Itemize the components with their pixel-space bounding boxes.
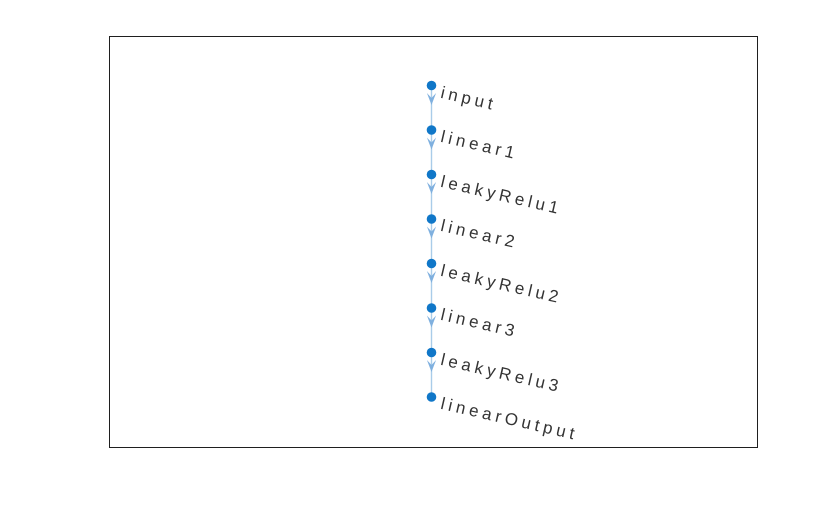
edge-arrowhead-icon <box>426 182 437 194</box>
node-marker-leakyRelu3 <box>426 347 437 358</box>
node-marker-leakyRelu2 <box>426 258 437 269</box>
node-marker-linear1 <box>426 125 437 135</box>
node-marker-leakyRelu1 <box>426 169 437 180</box>
edge-arrowhead-icon <box>426 360 437 372</box>
edge-arrowhead-icon <box>426 93 437 105</box>
edge-arrowhead-icon <box>426 271 437 283</box>
node-marker-linear2 <box>426 214 437 224</box>
edge-arrowhead-icon <box>426 226 437 239</box>
node-marker-linearOutput <box>426 392 437 402</box>
node-marker-input <box>426 80 437 91</box>
layer-graph-plot <box>426 80 437 402</box>
edge-arrowhead-icon <box>426 137 437 150</box>
edge-arrowhead-icon <box>426 315 437 328</box>
node-marker-linear3 <box>426 303 437 313</box>
